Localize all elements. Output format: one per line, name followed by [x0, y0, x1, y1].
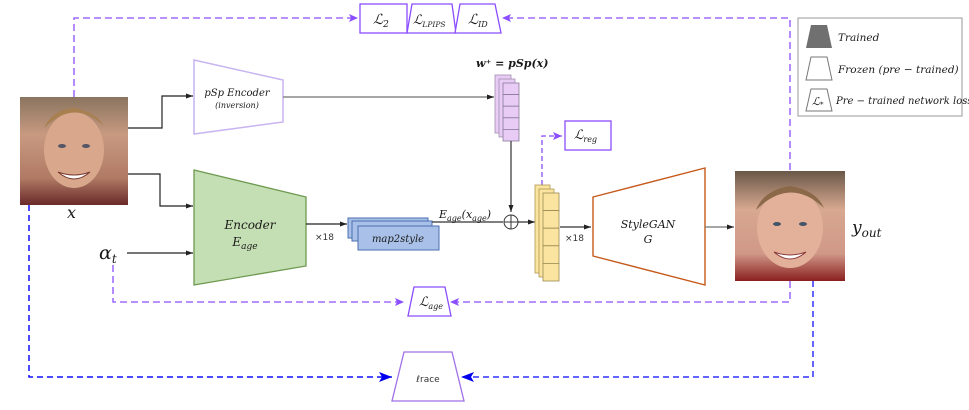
- x-to-encoder-arrow: [128, 173, 193, 209]
- svg-text:Eage: Eage: [231, 235, 257, 252]
- loss-lpips-box: ℒLPIPS: [406, 3, 457, 34]
- svg-text:ℓrace: ℓrace: [415, 375, 440, 385]
- svg-text:ℒreg: ℒreg: [574, 128, 597, 144]
- alpha-t-label: αt: [99, 242, 117, 266]
- wplus-latent-stack: [494, 74, 520, 142]
- wplus-latent-cell: [502, 82, 520, 96]
- input-image-x: [20, 97, 128, 205]
- network-loss-swatch-icon: [805, 88, 833, 112]
- trained-swatch-icon: [806, 25, 832, 48]
- svg-text:ℒ*: ℒ*: [812, 95, 824, 109]
- loss-lreg-box: ℒreg: [564, 120, 612, 151]
- combined-latent-cell: [542, 192, 560, 212]
- wplus-label: w⁺ = pSp(x): [476, 57, 548, 70]
- legend: Trained Frozen (pre − trained) ℒ* Pre − …: [797, 17, 969, 117]
- legend-item-frozen: Frozen (pre − trained): [805, 56, 959, 81]
- svg-text:map2style: map2style: [372, 234, 424, 245]
- output-to-lage-arrow: [450, 281, 791, 306]
- wplus-latent-cell: [502, 94, 520, 107]
- loss-l2-symbol: ℒ2: [373, 12, 389, 30]
- legend-item-trained: Trained: [806, 25, 880, 48]
- age-encoder-block: Encoder Eage: [193, 169, 307, 286]
- psp-encoder-block: pSp Encoder (inversion): [193, 59, 284, 135]
- loss-l2-box: ℒ2: [359, 3, 408, 34]
- output-y-label: yout: [851, 218, 882, 240]
- x18-label-b: ×18: [565, 234, 584, 244]
- svg-text:(inversion): (inversion): [215, 101, 259, 110]
- loss-lpips-symbol: ℒLPIPS: [413, 13, 446, 29]
- svg-text:Pre − trained network loss: Pre − trained network loss: [835, 96, 969, 107]
- svg-text:StyleGAN: StyleGAN: [621, 218, 676, 231]
- svg-text:pSp Encoder: pSp Encoder: [204, 88, 271, 99]
- sum-node-icon: [503, 214, 519, 230]
- svg-text:Frozen (pre − trained): Frozen (pre − trained): [837, 64, 959, 76]
- input-x-label: x: [67, 203, 76, 222]
- x18-label-a: ×18: [315, 233, 334, 243]
- svg-text:ℒage: ℒage: [419, 295, 443, 311]
- combined-latent-cell: [542, 210, 560, 229]
- loss-lid-symbol: ℒID: [468, 12, 488, 29]
- svg-text:G: G: [644, 233, 653, 246]
- combined-latent-cell: [542, 245, 560, 264]
- combined-latent-stack: [534, 184, 560, 282]
- alpha-to-lage-arrow: [112, 265, 404, 306]
- x-to-psp-arrow: [128, 93, 193, 129]
- output-image-y: [735, 171, 845, 281]
- wplus-latent-cell: [502, 105, 520, 119]
- combined-latent-cell: [542, 227, 560, 247]
- wplus-latent-cell: [502, 128, 520, 142]
- input-to-race-arrow: [28, 205, 392, 382]
- loss-lid-box: ℒID: [454, 3, 502, 34]
- top-loss-connector: [73, 14, 791, 170]
- loss-lage-box: ℒage: [407, 286, 452, 317]
- map2style-block: map2style: [347, 217, 440, 251]
- output-to-race-arrow: [461, 281, 814, 382]
- frozen-swatch-icon: [805, 56, 833, 81]
- stylegan-generator-block: StyleGAN G: [592, 167, 706, 286]
- loss-race-box: ℓrace: [391, 351, 465, 402]
- wplus-latent-cell: [502, 117, 520, 130]
- svg-text:Trained: Trained: [838, 32, 880, 44]
- combined-latent-cell: [542, 262, 560, 282]
- svg-text:Encoder: Encoder: [224, 218, 277, 232]
- legend-item-network-loss: ℒ* Pre − trained network loss: [805, 88, 969, 112]
- eage-output-label: Eage(xage): [438, 208, 491, 223]
- latent-to-lreg-arrow: [541, 132, 562, 185]
